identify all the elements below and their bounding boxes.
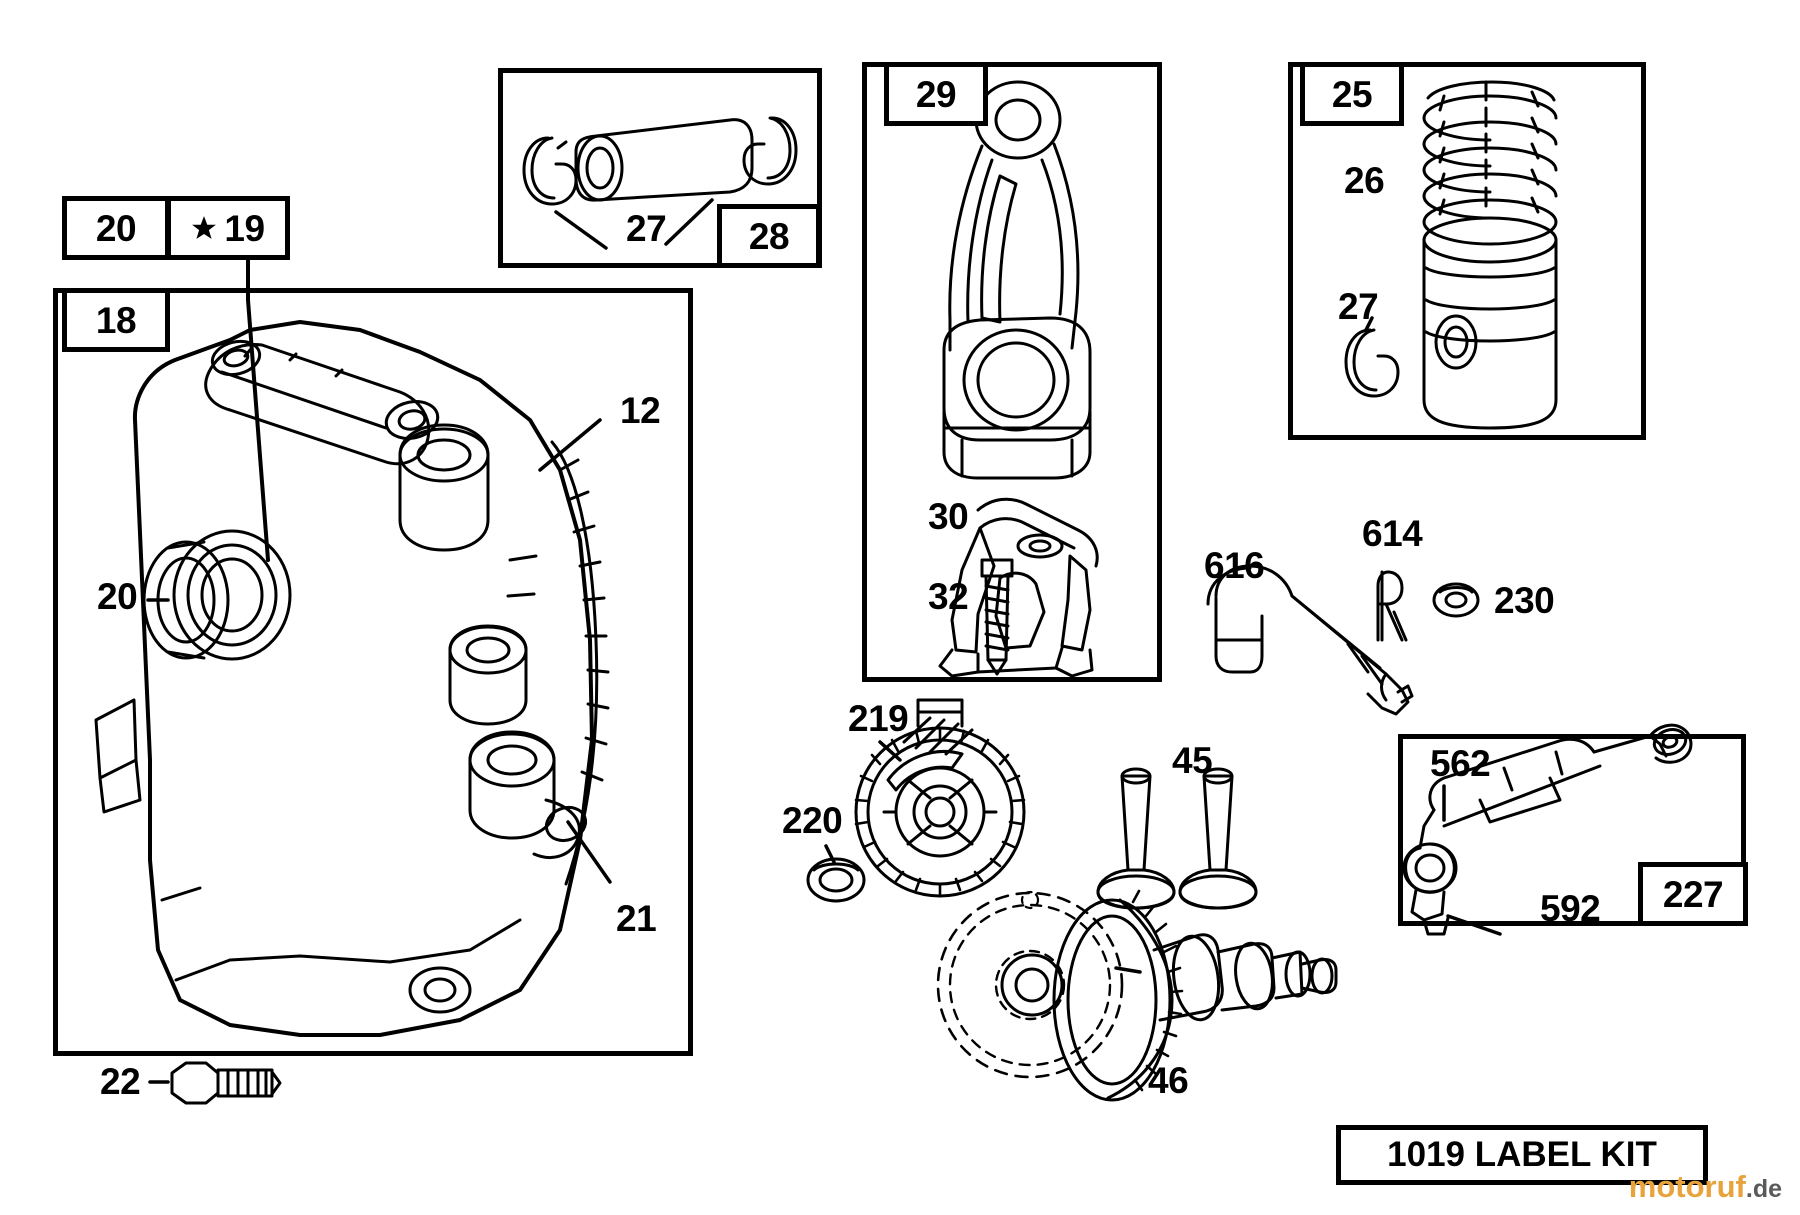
breather-tube-616-drawing xyxy=(1206,564,1414,716)
callout-30: 30 xyxy=(928,496,969,537)
label-kit-box: 1019 LABEL KIT xyxy=(1336,1125,1708,1185)
callout-46: 46 xyxy=(1148,1060,1189,1101)
callout-19: 19 xyxy=(224,207,265,249)
callout-19-wrap: 19 xyxy=(191,207,265,249)
callout-12: 12 xyxy=(620,390,661,431)
piston-pin-group-box xyxy=(498,68,822,268)
tag-box-25: 25 xyxy=(1300,62,1404,126)
tag-box-227: 227 xyxy=(1638,862,1748,926)
callout-26: 26 xyxy=(1344,160,1385,201)
callout-230: 230 xyxy=(1494,580,1555,621)
callout-220: 220 xyxy=(782,800,843,841)
tappets-45-drawing xyxy=(1096,767,1258,910)
callout-562: 562 xyxy=(1430,743,1491,784)
callout-32: 32 xyxy=(928,576,969,617)
label-kit-text: 1019 LABEL KIT xyxy=(1387,1135,1657,1174)
star-icon xyxy=(192,216,217,239)
washer-230-drawing xyxy=(1432,582,1480,618)
leader-46 xyxy=(1114,966,1142,974)
callout-28: 28 xyxy=(748,215,790,257)
control-bracket-group-box xyxy=(1398,734,1746,926)
callout-45: 45 xyxy=(1172,740,1213,781)
callout-20-bore: 20 xyxy=(97,576,138,617)
tag-box-18: 18 xyxy=(62,288,170,352)
tag-box-19: 19 xyxy=(166,196,290,260)
leader-219 xyxy=(878,740,902,762)
callout-227: 227 xyxy=(1662,873,1724,915)
callout-219: 219 xyxy=(848,698,909,739)
callout-27-piston: 27 xyxy=(1338,286,1379,327)
clip-614-drawing xyxy=(1376,570,1408,642)
watermark-name: motoruf xyxy=(1628,1169,1746,1204)
callout-25: 25 xyxy=(1331,73,1373,115)
leader-220 xyxy=(824,844,836,864)
callout-614: 614 xyxy=(1362,513,1423,554)
connecting-rod-group-box xyxy=(862,62,1162,682)
bolt-22-drawing xyxy=(170,1061,282,1105)
callout-27-pin: 27 xyxy=(626,208,667,249)
tag-box-28: 28 xyxy=(717,204,821,268)
piston-group-box xyxy=(1288,62,1646,440)
callout-592: 592 xyxy=(1540,888,1601,929)
washer-220-drawing xyxy=(806,857,866,903)
crankcase-cover-group-box xyxy=(53,288,693,1056)
callout-22: 22 xyxy=(100,1061,141,1102)
callout-21: 21 xyxy=(616,898,657,939)
callout-29: 29 xyxy=(915,73,957,115)
callout-20-top: 20 xyxy=(95,207,137,249)
camshaft-46-drawing xyxy=(936,889,1338,1102)
tag-box-20: 20 xyxy=(62,196,170,260)
site-watermark: motoruf.de xyxy=(1629,1169,1782,1205)
tag-box-29: 29 xyxy=(884,62,988,126)
callout-616: 616 xyxy=(1204,545,1265,586)
callout-18: 18 xyxy=(95,299,137,341)
watermark-tld: .de xyxy=(1745,1175,1782,1203)
